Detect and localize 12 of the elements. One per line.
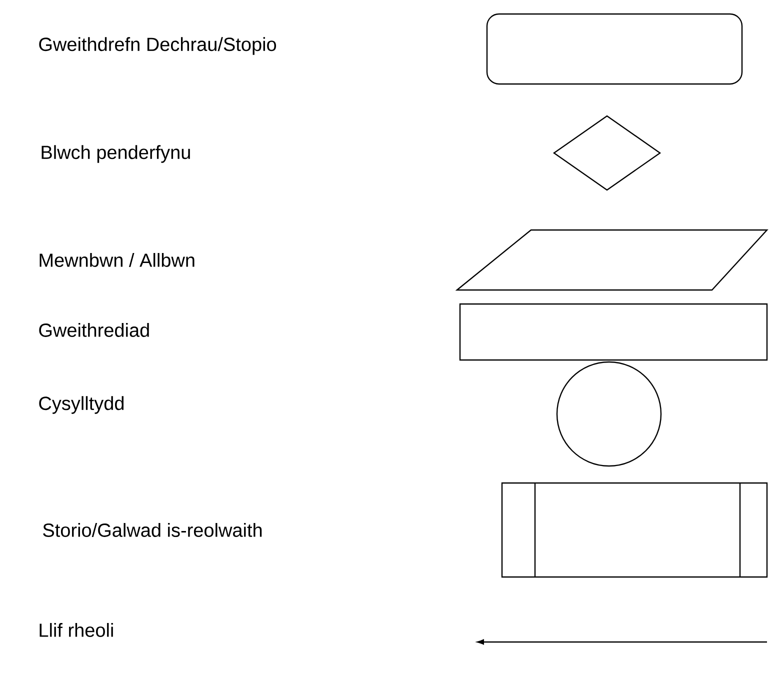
symbol-label: Blwch penderfynu bbox=[42, 145, 190, 163]
flow-arrow bbox=[477, 639, 767, 645]
symbol-label: Mewnbwn / Allbwn bbox=[40, 253, 194, 267]
symbol-label: Cysylltydd bbox=[39, 396, 124, 414]
symbol-label: Gweithdrefn Dechrau/Stopio bbox=[39, 37, 276, 55]
symbol-label: Llif rheoli bbox=[40, 623, 113, 637]
terminator-symbol bbox=[486, 13, 743, 85]
subroutine-symbol bbox=[501, 482, 768, 578]
symbol-label: Gweithrediad bbox=[39, 323, 149, 337]
process-box bbox=[459, 303, 768, 361]
symbol-label: Storio/Galwad is-reolwaith bbox=[43, 523, 262, 537]
connector-circle bbox=[556, 361, 662, 467]
